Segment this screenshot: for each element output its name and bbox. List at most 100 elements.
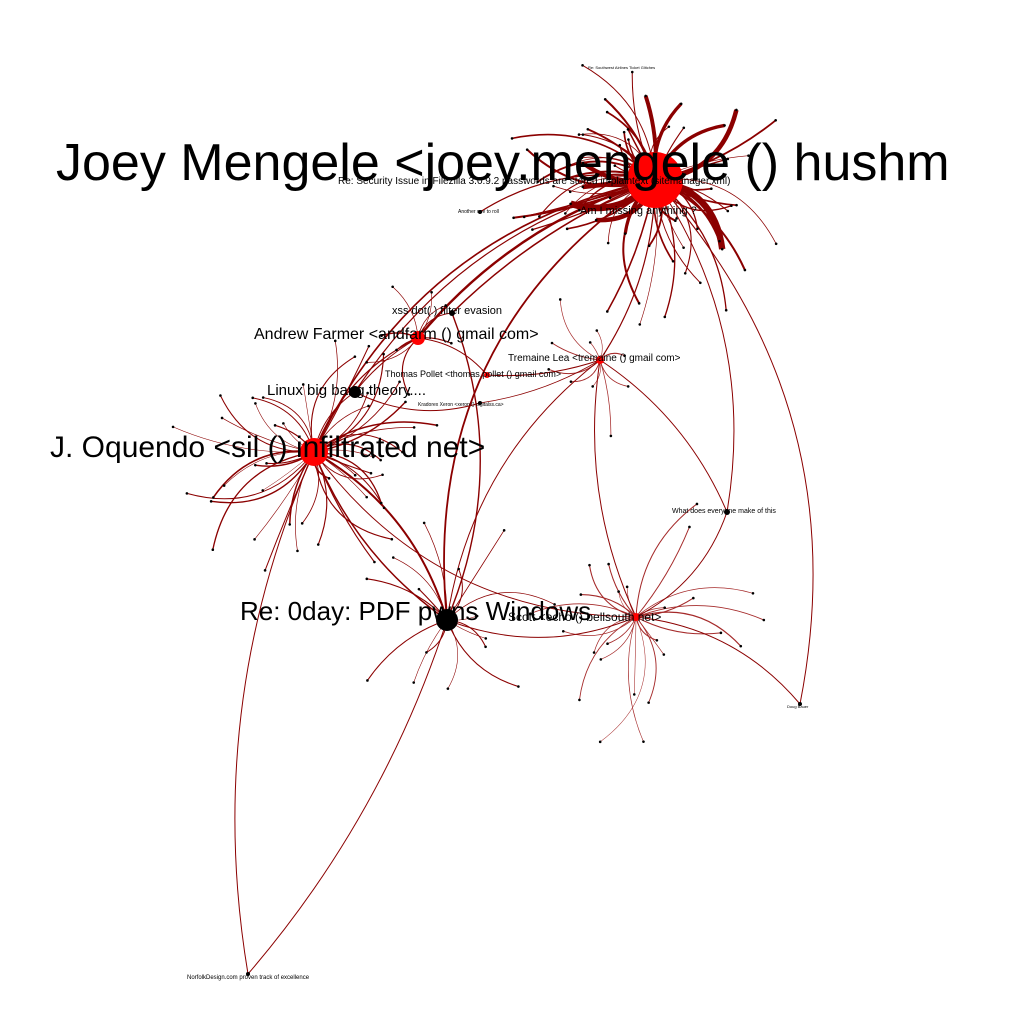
leaf-node[interactable] — [404, 400, 407, 404]
leaf-node[interactable] — [762, 618, 766, 622]
leaf-node[interactable] — [273, 424, 277, 427]
leaf-node[interactable] — [422, 521, 426, 525]
node-j-oquendo[interactable] — [300, 438, 328, 466]
leaf-node[interactable] — [552, 184, 555, 188]
leaf-node[interactable] — [564, 212, 567, 215]
leaf-node[interactable] — [353, 473, 357, 477]
leaf-node[interactable] — [578, 208, 581, 212]
leaf-node[interactable] — [710, 187, 713, 191]
leaf-node[interactable] — [528, 612, 532, 615]
leaf-node[interactable] — [726, 209, 730, 213]
leaf-node[interactable] — [618, 143, 622, 147]
leaf-node[interactable] — [626, 385, 630, 388]
leaf-node[interactable] — [565, 227, 569, 231]
leaf-node[interactable] — [719, 631, 723, 635]
leaf-node[interactable] — [647, 244, 651, 248]
leaf-node[interactable] — [531, 228, 534, 231]
leaf-node[interactable] — [692, 596, 695, 600]
leaf-node[interactable] — [550, 341, 554, 345]
leaf-node[interactable] — [254, 402, 257, 405]
node-what-does-everyone[interactable] — [724, 509, 730, 515]
leaf-node[interactable] — [613, 164, 617, 167]
leaf-node[interactable] — [558, 298, 562, 301]
node-pdf-pwns[interactable] — [436, 609, 458, 631]
leaf-node[interactable] — [568, 190, 572, 194]
leaf-node[interactable] — [594, 218, 598, 222]
leaf-node[interactable] — [316, 543, 320, 546]
leaf-node[interactable] — [608, 180, 611, 184]
leaf-node[interactable] — [171, 425, 175, 429]
leaf-node[interactable] — [373, 560, 376, 564]
leaf-node[interactable] — [647, 701, 650, 704]
leaf-node[interactable] — [512, 216, 515, 220]
leaf-node[interactable] — [502, 529, 506, 532]
leaf-node[interactable] — [333, 339, 337, 343]
leaf-node[interactable] — [588, 563, 591, 567]
leaf-node[interactable] — [579, 593, 583, 596]
leaf-node[interactable] — [609, 434, 613, 438]
leaf-node[interactable] — [261, 489, 265, 492]
node-linux-big-bang[interactable] — [349, 386, 361, 398]
leaf-node[interactable] — [536, 180, 540, 184]
leaf-node[interactable] — [391, 285, 394, 289]
leaf-node[interactable] — [369, 471, 373, 475]
node-scott[interactable] — [632, 613, 640, 621]
leaf-node[interactable] — [212, 496, 215, 499]
leaf-node[interactable] — [417, 587, 421, 591]
node-norfolkdesign[interactable] — [246, 972, 250, 976]
leaf-node[interactable] — [209, 500, 213, 503]
leaf-node[interactable] — [667, 125, 671, 129]
leaf-node[interactable] — [607, 562, 610, 566]
leaf-node[interactable] — [185, 492, 189, 495]
leaf-node[interactable] — [718, 239, 721, 243]
leaf-node[interactable] — [430, 290, 433, 294]
leaf-node[interactable] — [561, 629, 565, 633]
leaf-node[interactable] — [301, 383, 305, 386]
leaf-node[interactable] — [739, 644, 743, 648]
leaf-node[interactable] — [219, 394, 222, 397]
leaf-node[interactable] — [630, 70, 634, 74]
leaf-node[interactable] — [265, 462, 268, 465]
leaf-node[interactable] — [517, 685, 520, 688]
leaf-node[interactable] — [595, 329, 599, 332]
leaf-node[interactable] — [380, 334, 383, 338]
leaf-node[interactable] — [699, 281, 702, 285]
leaf-node[interactable] — [457, 567, 460, 571]
leaf-node[interactable] — [724, 308, 728, 312]
leaf-node[interactable] — [366, 679, 369, 682]
leaf-node[interactable] — [663, 606, 667, 609]
leaf-node[interactable] — [371, 455, 375, 459]
leaf-node[interactable] — [577, 133, 581, 136]
leaf-node[interactable] — [288, 523, 292, 526]
leaf-node[interactable] — [581, 133, 585, 136]
leaf-node[interactable] — [663, 315, 667, 319]
leaf-node[interactable] — [522, 215, 526, 219]
leaf-node[interactable] — [682, 246, 685, 249]
leaf-node[interactable] — [382, 352, 385, 356]
node-thomas-pollet[interactable] — [484, 372, 490, 378]
node-andrew-farmer[interactable] — [411, 331, 425, 345]
leaf-node[interactable] — [696, 227, 699, 231]
leaf-node[interactable] — [220, 416, 224, 420]
leaf-node[interactable] — [569, 202, 572, 206]
leaf-node[interactable] — [401, 450, 404, 454]
leaf-node[interactable] — [644, 94, 647, 98]
node-kradorex[interactable] — [478, 401, 482, 405]
leaf-node[interactable] — [605, 110, 609, 114]
leaf-node[interactable] — [695, 502, 699, 506]
leaf-node[interactable] — [425, 651, 428, 654]
leaf-node[interactable] — [625, 585, 629, 589]
leaf-node[interactable] — [578, 698, 581, 702]
leaf-node[interactable] — [390, 537, 394, 541]
leaf-node[interactable] — [623, 232, 627, 235]
leaf-node[interactable] — [662, 653, 666, 656]
leaf-node[interactable] — [525, 148, 529, 151]
leaf-node[interactable] — [395, 348, 398, 352]
leaf-node[interactable] — [475, 614, 479, 618]
leaf-node[interactable] — [251, 396, 255, 400]
leaf-node[interactable] — [398, 380, 401, 384]
leaf-node[interactable] — [617, 590, 620, 593]
node-tremaine-lea[interactable] — [596, 356, 604, 364]
node-joey-mengele[interactable] — [627, 152, 683, 208]
leaf-node[interactable] — [606, 241, 610, 245]
